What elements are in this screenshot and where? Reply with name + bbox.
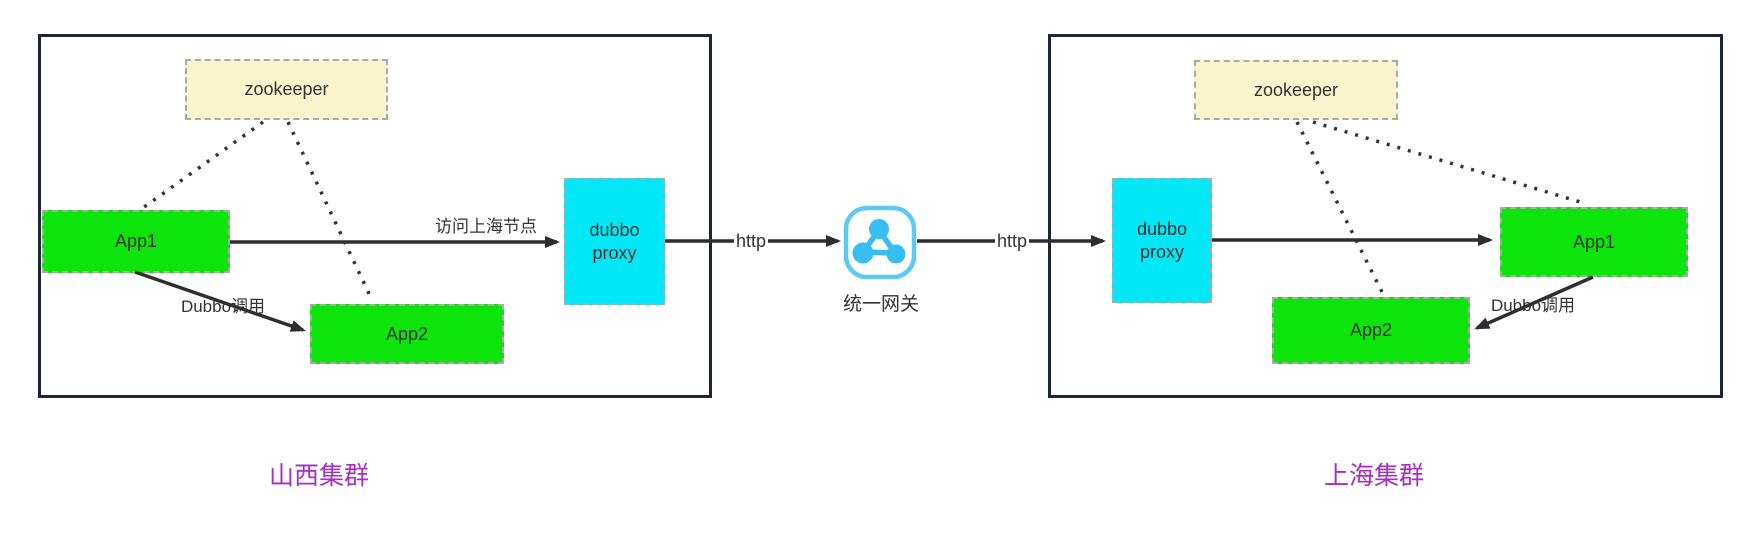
cluster-title-shanxi: 山西集群 <box>268 462 369 490</box>
cluster-box-shanghai <box>1048 34 1723 398</box>
edge-label-dubbo-call-shanghai: Dubbo调用 <box>1490 296 1576 315</box>
node-zookeeper-shanxi: zookeeper <box>185 59 388 120</box>
node-zookeeper-shanghai: zookeeper <box>1194 60 1398 120</box>
node-dubbo-proxy-shanghai: dubbo proxy <box>1112 178 1212 303</box>
node-dubbo-proxy-shanxi: dubbo proxy <box>564 178 665 305</box>
cluster-box-shanxi <box>38 34 712 398</box>
edge-label-http-left: http <box>733 231 769 251</box>
node-app2-shanghai: App2 <box>1272 297 1470 364</box>
edge-label-visit-shanghai: 访问上海节点 <box>435 217 537 236</box>
gateway-label: 统一网关 <box>842 294 919 315</box>
node-app1-shanxi: App1 <box>42 210 230 273</box>
node-app1-shanghai: App1 <box>1500 207 1688 277</box>
gateway-icon <box>843 205 917 280</box>
cluster-title-shanghai: 上海集群 <box>1323 462 1424 490</box>
edge-label-http-right: http <box>994 231 1030 251</box>
edge-label-dubbo-call-shanxi: Dubbo调用 <box>180 297 266 316</box>
node-app2-shanxi: App2 <box>310 304 504 364</box>
